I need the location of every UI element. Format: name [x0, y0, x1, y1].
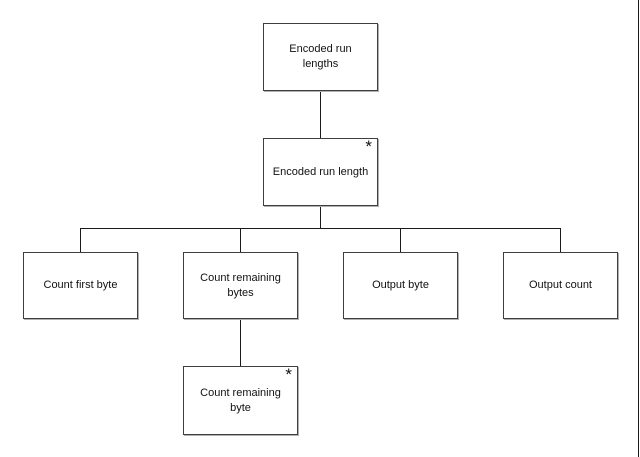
node-label: Count first byte: [43, 279, 118, 291]
node-label: Count remaining bytes: [200, 271, 281, 299]
connector-bus-to-output-byte: [400, 229, 401, 252]
connector-horizontal-bus: [80, 228, 561, 229]
node-label: Output count: [529, 279, 592, 291]
node-label: Encoded run lengths: [289, 43, 352, 70]
connector-encoded-run-length-to-bus: [320, 206, 321, 228]
node-encoded-run-lengths: Encoded run lengths: [263, 23, 378, 91]
node-label: Output byte: [372, 279, 429, 291]
connector-bus-to-count-first-byte: [80, 229, 81, 252]
multiplicity-asterisk: *: [285, 365, 292, 384]
connector-bus-to-count-remaining-bytes: [240, 229, 241, 252]
node-count-first-byte: Count first byte: [23, 252, 138, 319]
node-count-remaining-byte: * Count remaining byte: [183, 366, 298, 435]
node-label: Encoded run length: [272, 165, 369, 178]
node-output-count: Output count: [503, 252, 618, 319]
node-label: Count remaining byte: [200, 386, 281, 414]
node-encoded-run-length: * Encoded run length: [263, 138, 378, 206]
connector-count-remaining-bytes-to-count-remaining-byte: [240, 319, 241, 366]
multiplicity-asterisk: *: [365, 137, 372, 156]
connector-encoded-run-lengths-to-encoded-run-length: [320, 91, 321, 138]
canvas-right-edge-line: [638, 0, 639, 457]
connector-bus-to-output-count: [560, 229, 561, 252]
node-output-byte: Output byte: [343, 252, 458, 319]
node-count-remaining-bytes: Count remaining bytes: [183, 252, 298, 319]
